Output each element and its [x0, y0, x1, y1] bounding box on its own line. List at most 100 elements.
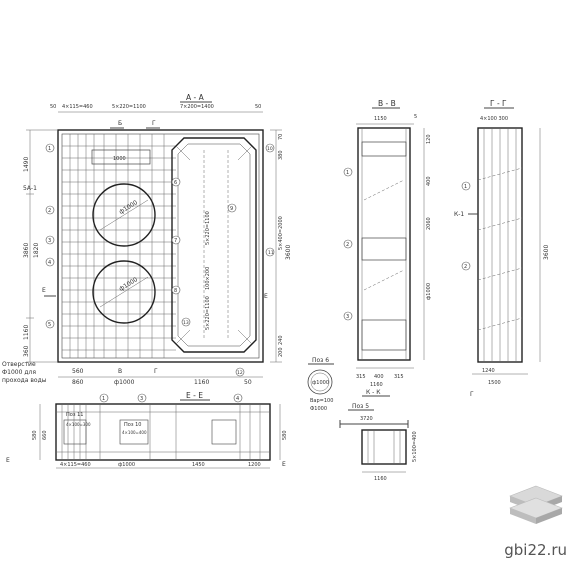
dim-left-1160: 1160	[23, 325, 30, 340]
ee-bubble-1: 1	[102, 396, 105, 402]
ee-dim-580: 580	[32, 430, 38, 440]
dim-bottom-phi1000: ф1000	[114, 379, 135, 386]
dim-bottom-860: 860	[72, 379, 84, 386]
grid-horizontals	[62, 145, 176, 351]
section-b-b: В - В 1150 120 400 2060 ф1000 315 400 31…	[343, 99, 432, 388]
dim-bottom-1160: 1160	[194, 379, 209, 386]
ee-dim-1450: 1450	[192, 462, 205, 468]
dim-bb-1160: 1160	[370, 382, 383, 388]
hole-circle-lower	[92, 260, 156, 324]
dim-bb-400: 400	[426, 176, 432, 186]
octagonal-opening	[171, 137, 257, 353]
mark-g-top: Г	[152, 120, 156, 127]
dim-opening-1000: 1000	[113, 156, 126, 162]
bubble-pos-13: 13	[183, 320, 189, 326]
dim-bb-120: 120	[426, 134, 432, 144]
mark-g-bottom-gg: Г	[470, 391, 474, 398]
ee-bubble-3: 3	[140, 396, 143, 402]
kk-dim-1160: 1160	[374, 476, 387, 482]
ee-dim-4x115: 4×115=460	[60, 462, 91, 468]
dim-right-5x400: 5×400=2000	[278, 216, 284, 250]
dim-bb-phi1000: ф1000	[426, 283, 432, 300]
dim-right-240: 240	[278, 335, 284, 345]
bubble-pos-8: 8	[174, 288, 177, 294]
mark-g-bottom: Г	[154, 368, 158, 375]
dim-bottom-560: 560	[72, 368, 84, 375]
ee-dim-660: 660	[42, 430, 48, 440]
dim-bb-2060: 2060	[426, 217, 432, 230]
hole-note-3: прохода воды	[2, 377, 47, 384]
ee-pos11-sub: 4×100=300	[66, 422, 91, 427]
pos5-dim: 3720	[360, 416, 373, 422]
ee-dim-580r: 580	[282, 430, 288, 440]
dim-right-380: 380	[278, 150, 284, 160]
ee-pos11: Поз 11	[66, 412, 83, 418]
dim-gg-1240: 1240	[482, 368, 495, 374]
bb-bubble-1: 1	[346, 170, 349, 176]
pos6-detail: Поз 6 ф1000 Вар=100 Ф1000	[307, 357, 334, 412]
mark-sa1: 5А-1	[23, 185, 37, 192]
ee-bubble-4: 4	[236, 396, 239, 402]
ee-pos10-sub: 4×100=400	[122, 430, 147, 435]
dim-top-50a: 50	[50, 104, 56, 110]
dim-bb-1150: 1150	[374, 116, 387, 122]
pos6-title: Поз 6	[312, 357, 329, 364]
pos6-sub1: Вар=100	[310, 398, 333, 404]
mark-e-left: Е	[42, 287, 46, 294]
plan-view: 1000 ф1000 ф1000 5×220=1100 5×220=1100 1…	[2, 93, 292, 386]
dim-top-4x115: 4×115=460	[62, 104, 93, 110]
dim-gg-1500: 1500	[488, 380, 501, 386]
bubble-pos-10: 10	[267, 146, 273, 152]
bubble-pos-12: 12	[237, 370, 243, 376]
dim-top-50b: 50	[255, 104, 261, 110]
hole-note-1: Отверстие	[2, 361, 36, 368]
hole-circle-upper	[92, 183, 156, 247]
bubble-pos-5: 5	[48, 322, 51, 328]
section-e-e-title: Е - Е	[186, 391, 203, 400]
dim-bb-5: 5	[414, 114, 417, 120]
pos5-title: Поз 5	[352, 403, 369, 410]
section-k-k: К - К 5×100=400 1160	[361, 389, 418, 482]
bb-bubble-3: 3	[346, 314, 349, 320]
bubble-pos-11: 11	[268, 250, 274, 256]
dim-left-1490: 1490	[23, 157, 30, 172]
bubble-pos-1: 1	[48, 146, 51, 152]
dim-top-7x200: 7×200=1400	[180, 104, 214, 110]
section-a-a: А - А	[186, 93, 205, 102]
hole-note-2: Ф1000 для	[2, 369, 36, 376]
dim-bb-315b: 315	[394, 374, 404, 380]
section-k-k-title: К - К	[366, 389, 381, 396]
section-g-g: Г - Г 4×100 300 3600 К-1 1 2 1240 1500 Г	[454, 99, 550, 398]
dim-gg-top: 4×100 300	[480, 116, 508, 122]
mark-b-bottom: В	[118, 368, 122, 375]
bubble-pos-9: 9	[230, 206, 233, 212]
section-b-b-title: В - В	[378, 99, 396, 108]
gg-bubble-2: 2	[464, 264, 467, 270]
bb-bubble-2: 2	[346, 242, 349, 248]
bubble-pos-3: 3	[48, 238, 51, 244]
kk-v-dim: 5×100=400	[412, 431, 418, 462]
mark-b-top: Б	[118, 120, 122, 127]
dim-bb-400b: 400	[374, 374, 384, 380]
position-bubbles: 1 2 3 4 5 6 7 8 9 10 11 12 13	[45, 143, 275, 377]
bubble-pos-7: 7	[174, 238, 177, 244]
grid-verticals	[69, 134, 165, 358]
dim-right-70: 70	[278, 134, 284, 140]
dim-opening-5x220b: 5×220=1100	[205, 296, 211, 330]
pos5-detail: Поз 5 3720	[339, 403, 409, 428]
pos6-sub2: Ф1000	[310, 406, 327, 412]
gg-bubble-1: 1	[464, 184, 467, 190]
bubble-pos-2: 2	[48, 208, 51, 214]
bubble-pos-6: 6	[174, 180, 177, 186]
mark-e-ee-left: Е	[6, 457, 10, 464]
dim-bottom-50: 50	[244, 379, 252, 386]
dim-gg-3600: 3600	[543, 245, 550, 260]
dim-top-5x220: 5×220=1100	[112, 104, 146, 110]
pos6-ring: ф1000	[312, 380, 329, 386]
bubble-pos-4: 4	[48, 260, 51, 266]
mark-k1: К-1	[454, 211, 464, 218]
dim-left-3860: 3860	[23, 243, 30, 258]
site-logo	[509, 485, 563, 524]
dim-right-3600: 3600	[285, 245, 292, 260]
